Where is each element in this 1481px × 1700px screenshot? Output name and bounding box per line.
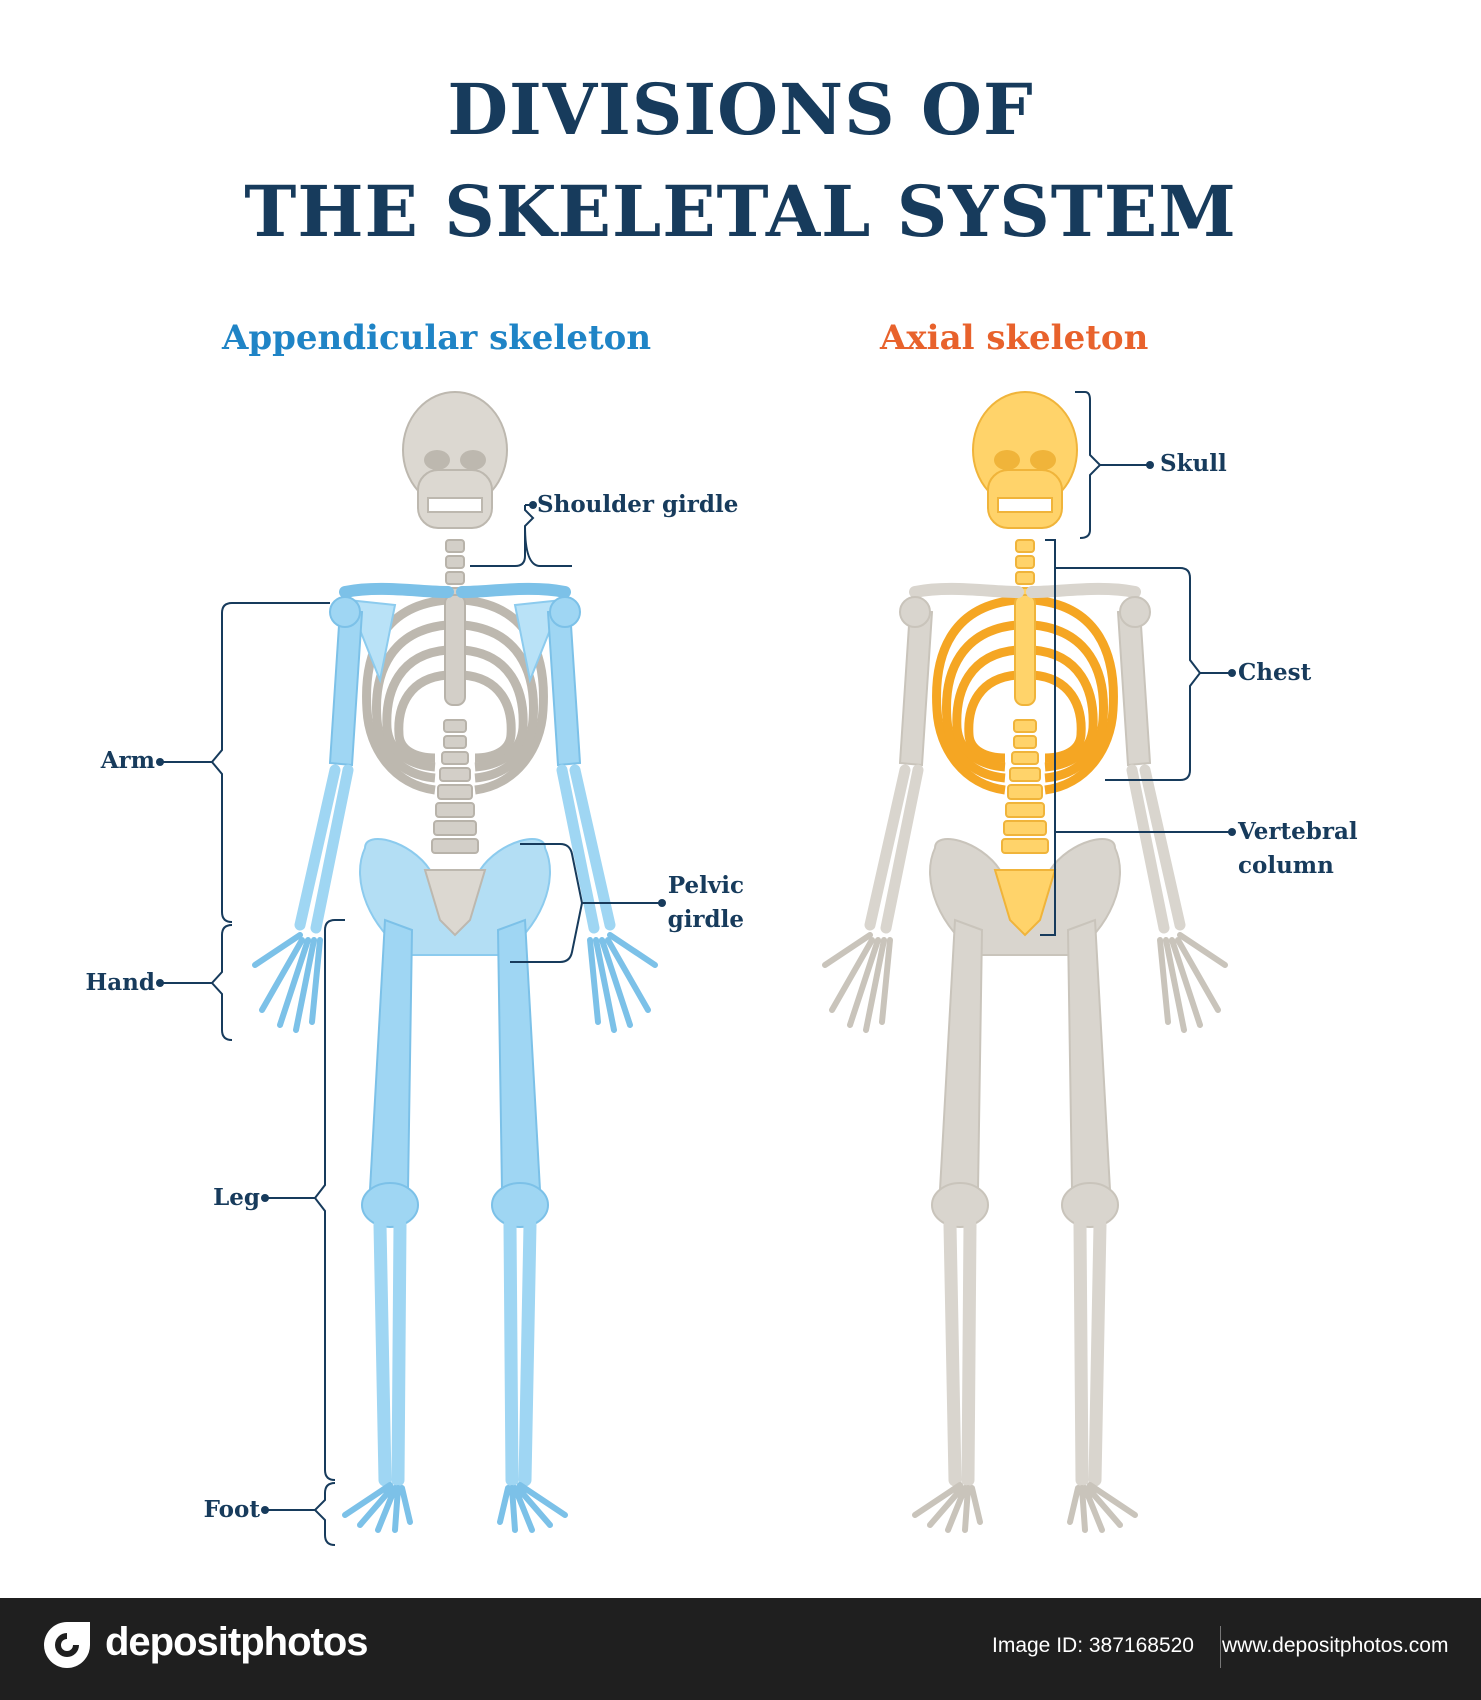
label-chest: Chest — [1238, 659, 1312, 686]
leader-dots — [156, 461, 1236, 1514]
depositphotos-logo-icon — [44, 1622, 90, 1668]
site-url[interactable]: www.depositphotos.com — [1222, 1634, 1449, 1657]
label-foot: Foot — [203, 1496, 260, 1523]
appendicular-subtitle: Appendicular skeleton — [222, 318, 652, 358]
label-vertebral: Vertebral — [1238, 818, 1358, 845]
skeleton-illustration — [156, 391, 1236, 1546]
footer-divider — [1220, 1626, 1221, 1668]
label-shoulder-girdle: Shoulder girdle — [537, 491, 739, 518]
title-line-2: THE SKELETAL SYSTEM — [244, 170, 1237, 253]
label-girdle: girdle — [667, 906, 744, 933]
appendicular-skeleton — [252, 391, 658, 1533]
label-skull: Skull — [1160, 450, 1227, 477]
label-leg: Leg — [213, 1184, 260, 1211]
label-pelvic: Pelvic — [667, 872, 744, 899]
axial-skeleton — [822, 391, 1228, 1533]
leader-lines — [160, 391, 1232, 1546]
label-arm: Arm — [100, 747, 155, 774]
axial-subtitle: Axial skeleton — [880, 318, 1149, 358]
label-column: column — [1238, 852, 1334, 879]
brand-name: depositphotos — [105, 1620, 369, 1664]
title-line-1: DIVISIONS OF — [447, 68, 1034, 151]
image-id: Image ID: 387168520 — [992, 1634, 1194, 1657]
label-hand: Hand — [85, 969, 155, 996]
footer-bar: depositphotos Image ID: 387168520 www.de… — [0, 1598, 1481, 1700]
